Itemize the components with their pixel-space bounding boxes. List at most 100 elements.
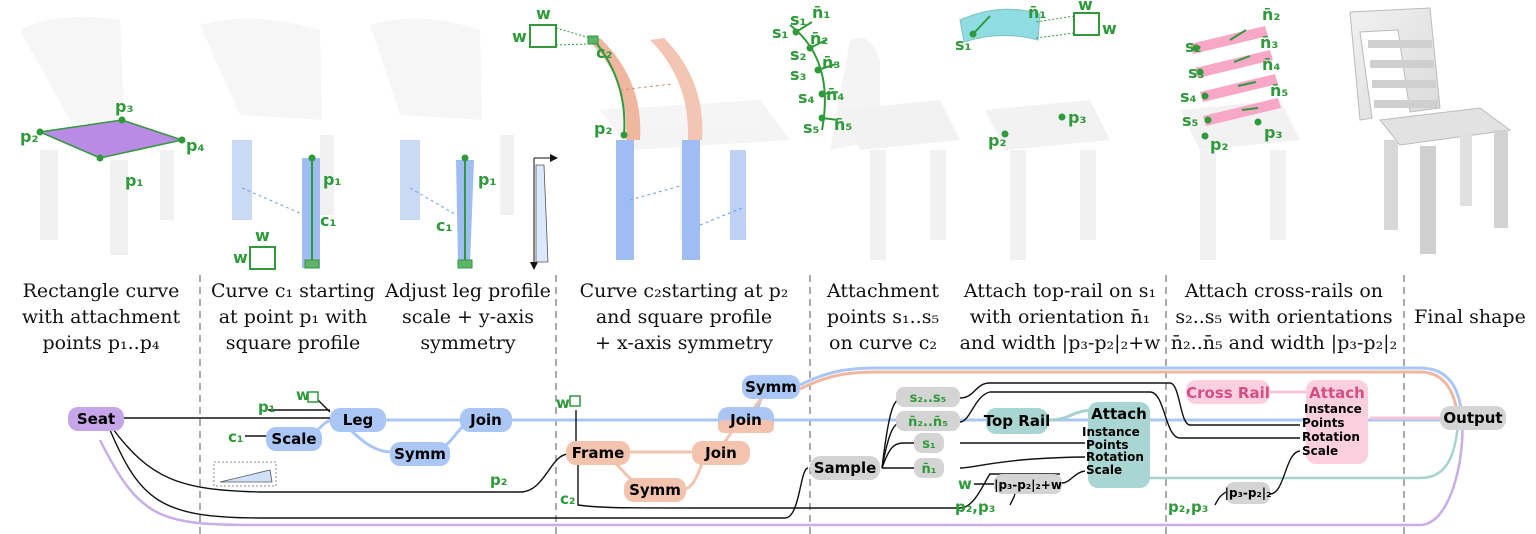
edge-label-w1: w <box>296 386 310 404</box>
chair-ghost-6 <box>985 100 1110 260</box>
attach2-port-instance: Instance <box>1304 402 1362 416</box>
label-w-back-left: w <box>512 27 527 46</box>
sample-out-s1: s₁ <box>922 437 935 452</box>
label-s1b: s₁ <box>772 23 789 42</box>
label-n3-d: n̄₃ <box>1260 33 1278 52</box>
label-s4: s₄ <box>798 88 815 107</box>
sample-points-panel <box>789 21 839 131</box>
svg-text:Leg: Leg <box>343 411 373 429</box>
attach2-port-scale: Scale <box>1302 444 1338 458</box>
svg-text:Cross Rail: Cross Rail <box>1186 384 1270 402</box>
label-s2-d: s₂ <box>1185 37 1202 56</box>
panel-labels: p₃ p₂ p₄ p₁ p₁ c₁ w w p₁ c₁ w w c₂ p₂ s₁… <box>20 0 1288 267</box>
label-p1: p₁ <box>125 171 143 190</box>
svg-text:Attach: Attach <box>1309 384 1365 402</box>
edge-label-w-node: w <box>958 475 972 493</box>
edge-label-p2p3-b: p₂,p₃ <box>1168 498 1208 516</box>
back-curve-panel <box>529 24 746 260</box>
label-p2-d: p₂ <box>1210 135 1228 154</box>
node-sample: Sample <box>810 456 880 480</box>
label-p2-b: p₂ <box>594 119 612 138</box>
chair-ghost-2 <box>200 18 334 215</box>
node-symm1: Symm <box>390 442 450 466</box>
node-symm-top: Symm <box>742 375 800 399</box>
leg-curve-panel <box>232 140 320 270</box>
w-box-icons <box>307 391 581 407</box>
caption-8: Final shape <box>1414 306 1526 328</box>
svg-text:Sample: Sample <box>814 459 877 477</box>
label-n5: n̄₅ <box>834 115 852 134</box>
chair-illustrations <box>20 16 1300 260</box>
edge-label-p2p3-a: p₂,p₃ <box>955 498 995 516</box>
svg-text:Symm: Symm <box>394 445 446 463</box>
label-p3-d: p₃ <box>1264 123 1282 142</box>
width-expr2-node: |p₃-p₂|₂ <box>1225 486 1272 500</box>
node-output: Output <box>1440 406 1506 430</box>
node-join1: Join <box>460 408 512 432</box>
attach1-port-instance: Instance <box>1082 425 1140 439</box>
cross-rails-panel <box>1190 26 1281 140</box>
sample-out-n1: n̄₁ <box>922 462 937 477</box>
chair-ghost-1 <box>20 16 174 255</box>
graph-nodes: Seat Leg Scale Symm Join Symm Join Frame… <box>68 375 1506 504</box>
node-attach1: Attach <box>1088 402 1150 488</box>
label-s5-d: s₅ <box>1182 111 1199 130</box>
label-n1-c: n̄₁ <box>1028 3 1046 22</box>
svg-text:Top Rail: Top Rail <box>984 412 1050 430</box>
profile-scale-widget <box>213 461 277 487</box>
node-cross-rail: Cross Rail <box>1186 380 1270 404</box>
label-w-back-top: w <box>536 4 551 23</box>
label-s3: s₃ <box>790 65 807 84</box>
edge-label-p1: p₁ <box>258 398 275 416</box>
label-s5: s₅ <box>803 118 820 137</box>
chair-ghost-5 <box>830 37 960 260</box>
node-top-rail: Top Rail <box>984 408 1050 434</box>
svg-text:Symm: Symm <box>629 481 681 499</box>
label-p2-c: p₂ <box>988 131 1006 150</box>
width-expr-node: |p₃-p₂|₂+w <box>994 478 1062 492</box>
node-join2: Join <box>692 441 750 465</box>
node-seat: Seat <box>68 407 124 431</box>
edge-label-w2: w <box>556 394 570 412</box>
label-n1: n̄₁ <box>812 3 830 22</box>
node-attach2: Attach <box>1306 380 1368 464</box>
edge-labels: p₁ p₂ c₁ c₂ w w w p₂,p₃ p₂,p₃ <box>228 386 1208 516</box>
label-s2: s₂ <box>790 45 807 64</box>
label-n2-d: n̄₂ <box>1262 5 1280 24</box>
leg-symm-panel <box>400 140 558 270</box>
label-s3-d: s₃ <box>1188 63 1205 82</box>
top-rail-panel <box>959 8 1100 138</box>
label-c2: c₂ <box>596 43 613 62</box>
svg-text:Attach: Attach <box>1091 405 1147 423</box>
attach1-port-points: Points <box>1086 438 1129 452</box>
label-p3: p₃ <box>115 97 133 116</box>
label-n4-d: n̄₄ <box>1262 55 1280 74</box>
label-p1-c: p₁ <box>478 170 496 189</box>
label-w-top: w <box>255 226 270 245</box>
label-p3-c: p₃ <box>1068 108 1086 127</box>
label-s4-d: s₄ <box>1180 87 1197 106</box>
sample-out-n2n5: n̄₂..n̄₅ <box>908 415 948 430</box>
seat-rectangle <box>36 116 186 162</box>
chair-ghost-3 <box>370 18 514 215</box>
svg-text:Join: Join <box>729 411 762 429</box>
attach2-port-points: Points <box>1302 416 1345 430</box>
node-join-top: Join <box>718 407 774 433</box>
label-p4: p₄ <box>186 136 204 155</box>
label-w-rail-top: w <box>1078 0 1093 14</box>
label-n2: n̄₂ <box>810 29 828 48</box>
label-p2: p₂ <box>20 127 38 146</box>
svg-text:Seat: Seat <box>77 410 115 428</box>
label-w-left: w <box>233 248 248 267</box>
svg-text:Scale: Scale <box>271 430 316 448</box>
label-n5-d: n̄₅ <box>1270 81 1288 100</box>
edge-label-c1: c₁ <box>228 428 243 446</box>
chair-ghost-7 <box>1180 100 1300 260</box>
label-s1-c: s₁ <box>955 35 972 54</box>
svg-text:Output: Output <box>1443 409 1502 427</box>
node-frame: Frame <box>566 441 630 465</box>
